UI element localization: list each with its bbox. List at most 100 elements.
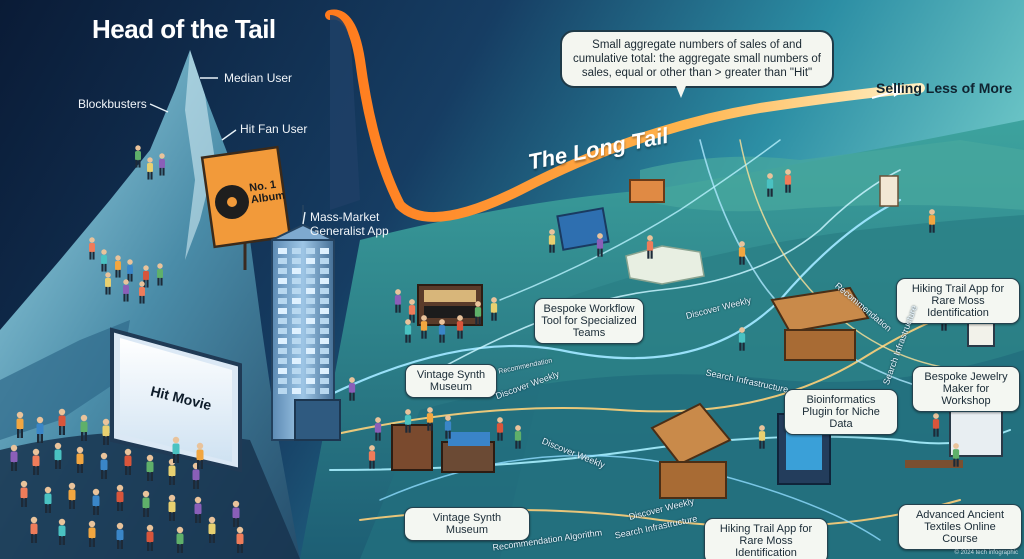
person-figure	[646, 235, 654, 259]
window	[292, 258, 301, 264]
person-figure	[408, 299, 416, 323]
window	[306, 278, 315, 284]
window	[306, 268, 315, 274]
speech-bubble: Small aggregate numbers of sales of and …	[560, 30, 834, 88]
window	[320, 388, 329, 394]
window	[320, 248, 329, 254]
person-figure	[738, 241, 746, 265]
market-stall-roof	[770, 286, 870, 334]
window	[278, 378, 287, 384]
bioinformatics-label: Bioinformatics Plugin for Niche Data	[784, 389, 898, 435]
person-figure	[456, 315, 464, 339]
textile-stall-roof	[650, 402, 732, 466]
person-figure	[168, 458, 176, 485]
selling-less-of-more-label: Selling Less of More	[876, 80, 1013, 96]
niche-community-people	[348, 169, 960, 469]
window	[278, 318, 287, 324]
window	[278, 328, 287, 334]
window	[292, 368, 301, 374]
window	[320, 338, 329, 344]
person-figure	[928, 209, 936, 233]
far-tent	[629, 179, 665, 203]
window	[306, 298, 315, 304]
person-figure	[738, 327, 746, 351]
person-figure	[124, 448, 132, 475]
window	[320, 328, 329, 334]
far-hills	[640, 140, 1024, 212]
person-figure	[159, 153, 165, 176]
bespoke-workflow-label: Bespoke Workflow Tool for Specialized Te…	[534, 298, 644, 344]
person-figure	[394, 289, 402, 313]
long-tail-curve	[325, 9, 925, 222]
person-figure	[58, 408, 66, 435]
person-figure	[208, 516, 216, 543]
window	[292, 298, 301, 304]
window	[292, 378, 301, 384]
far-signpost	[879, 175, 899, 207]
person-figure	[100, 452, 108, 479]
window	[278, 368, 287, 374]
window	[320, 278, 329, 284]
window	[292, 328, 301, 334]
window	[320, 258, 329, 264]
person-figure	[101, 249, 107, 272]
person-figure	[374, 417, 382, 441]
person-figure	[105, 272, 111, 295]
mass-market-label: Mass-Market Generalist App	[310, 210, 389, 238]
page-title: Head of the Tail	[92, 14, 276, 44]
window	[278, 338, 287, 344]
person-figure	[766, 173, 774, 197]
person-figure	[444, 415, 452, 439]
person-figure	[88, 520, 96, 547]
person-figure	[157, 263, 163, 286]
hiking-trail-label-lower: Hiking Trail App for Rare Moss Identific…	[704, 518, 828, 559]
window	[278, 268, 287, 274]
person-figure	[76, 446, 84, 473]
blockbuster-crowd	[10, 145, 244, 553]
person-figure	[514, 425, 522, 449]
person-figure	[146, 454, 154, 481]
person-figure	[123, 279, 129, 302]
synth-booth	[391, 424, 433, 471]
window	[278, 248, 287, 254]
person-figure	[784, 169, 792, 193]
window	[292, 348, 301, 354]
person-figure	[54, 442, 62, 469]
window	[292, 268, 301, 274]
person-figure	[142, 490, 150, 517]
person-figure	[30, 516, 38, 543]
person-figure	[758, 425, 766, 449]
person-figure	[176, 526, 184, 553]
person-figure	[438, 319, 446, 343]
window	[292, 338, 301, 344]
person-figure	[116, 522, 124, 549]
person-figure	[115, 255, 121, 278]
mountain-shadow	[0, 320, 130, 440]
window	[306, 368, 315, 374]
window	[278, 348, 287, 354]
window	[306, 328, 315, 334]
person-figure	[490, 297, 498, 321]
window	[292, 388, 301, 394]
window	[278, 258, 287, 264]
window	[320, 288, 329, 294]
window	[306, 288, 315, 294]
jewelry-maker-label: Bespoke Jewelry Maker for Workshop	[912, 366, 1020, 412]
window	[320, 268, 329, 274]
window	[278, 358, 287, 364]
person-figure	[168, 494, 176, 521]
window	[278, 288, 287, 294]
person-figure	[147, 157, 153, 180]
person-figure	[146, 524, 154, 551]
person-figure	[92, 488, 100, 515]
window	[306, 338, 315, 344]
window	[320, 308, 329, 314]
copyright-note: © 2024 tech infographic	[954, 550, 1018, 556]
window	[320, 318, 329, 324]
person-figure	[348, 377, 356, 401]
workflow-board	[556, 207, 610, 251]
window	[292, 288, 301, 294]
hit-fan-user-label: Hit Fan User	[240, 122, 308, 136]
